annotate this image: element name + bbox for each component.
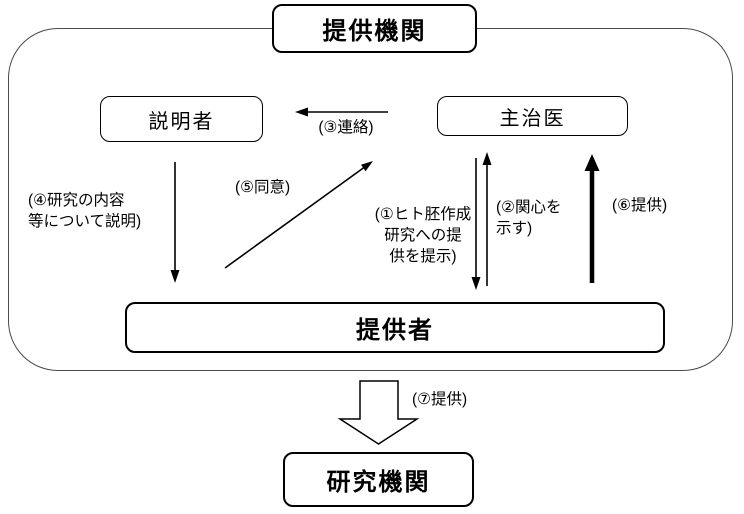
node-research-institution-label: 研究機関 bbox=[326, 469, 431, 496]
node-provider-institution: 提供機関 bbox=[272, 4, 477, 53]
node-explainer: 説明者 bbox=[100, 96, 263, 142]
label-step5-consent: (⑤同意) bbox=[235, 179, 291, 196]
label-step2-interest: (②関心を 示す) bbox=[496, 199, 562, 237]
label-step1-propose: (①ヒト胚作成 研究への提 供を提示) bbox=[374, 206, 472, 265]
node-attending-doctor: 主治医 bbox=[437, 96, 628, 136]
label-step3-contact: (③連絡) bbox=[318, 119, 374, 136]
node-explainer-label: 説明者 bbox=[148, 110, 215, 133]
node-attending-doctor-label: 主治医 bbox=[499, 107, 566, 130]
node-research-institution: 研究機関 bbox=[283, 452, 474, 507]
node-donor-label: 提供者 bbox=[356, 317, 434, 344]
node-provider-institution-label: 提供機関 bbox=[322, 18, 427, 45]
arrow-step7-provide-block bbox=[337, 380, 420, 445]
label-step4-explain: (④研究の内容 等について説明) bbox=[28, 192, 142, 230]
node-donor: 提供者 bbox=[125, 302, 665, 353]
label-step7-provide: (⑦提供) bbox=[412, 391, 468, 408]
label-step6-provide: (⑥提供) bbox=[612, 197, 668, 214]
